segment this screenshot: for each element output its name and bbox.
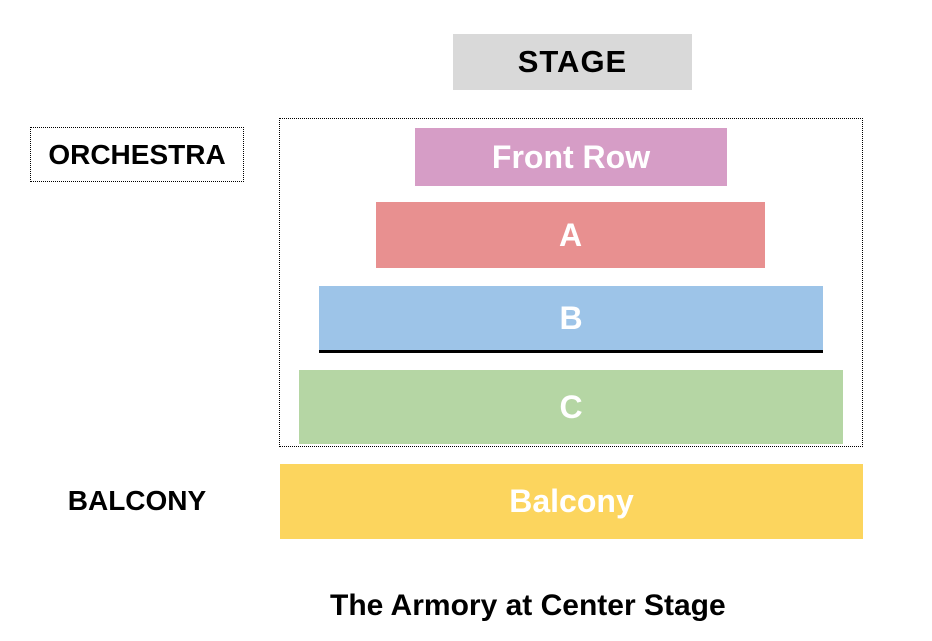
section-balcony-label: Balcony — [509, 483, 634, 519]
section-row-c[interactable]: C — [299, 370, 843, 444]
balcony-section-label: BALCONY — [67, 484, 207, 516]
stage-label: STAGE — [517, 44, 628, 79]
orchestra-section-label-box: ORCHESTRA — [30, 127, 244, 182]
section-front-row-label: Front Row — [491, 138, 651, 175]
orchestra-section-label: ORCHESTRA — [48, 138, 226, 170]
section-balcony[interactable]: Balcony — [280, 464, 863, 539]
balcony-section-label-box: BALCONY — [30, 473, 244, 528]
section-row-a[interactable]: A — [376, 202, 765, 268]
venue-title: The Armory at Center Stage — [330, 589, 726, 622]
orchestra-region-outline — [279, 118, 863, 447]
section-row-b[interactable]: B — [319, 286, 823, 353]
section-row-a-label: A — [558, 216, 583, 253]
section-row-b-label: B — [559, 299, 583, 336]
section-front-row[interactable]: Front Row — [415, 128, 727, 186]
section-row-c-label: C — [559, 388, 583, 425]
stage-box: STAGE — [453, 34, 692, 90]
